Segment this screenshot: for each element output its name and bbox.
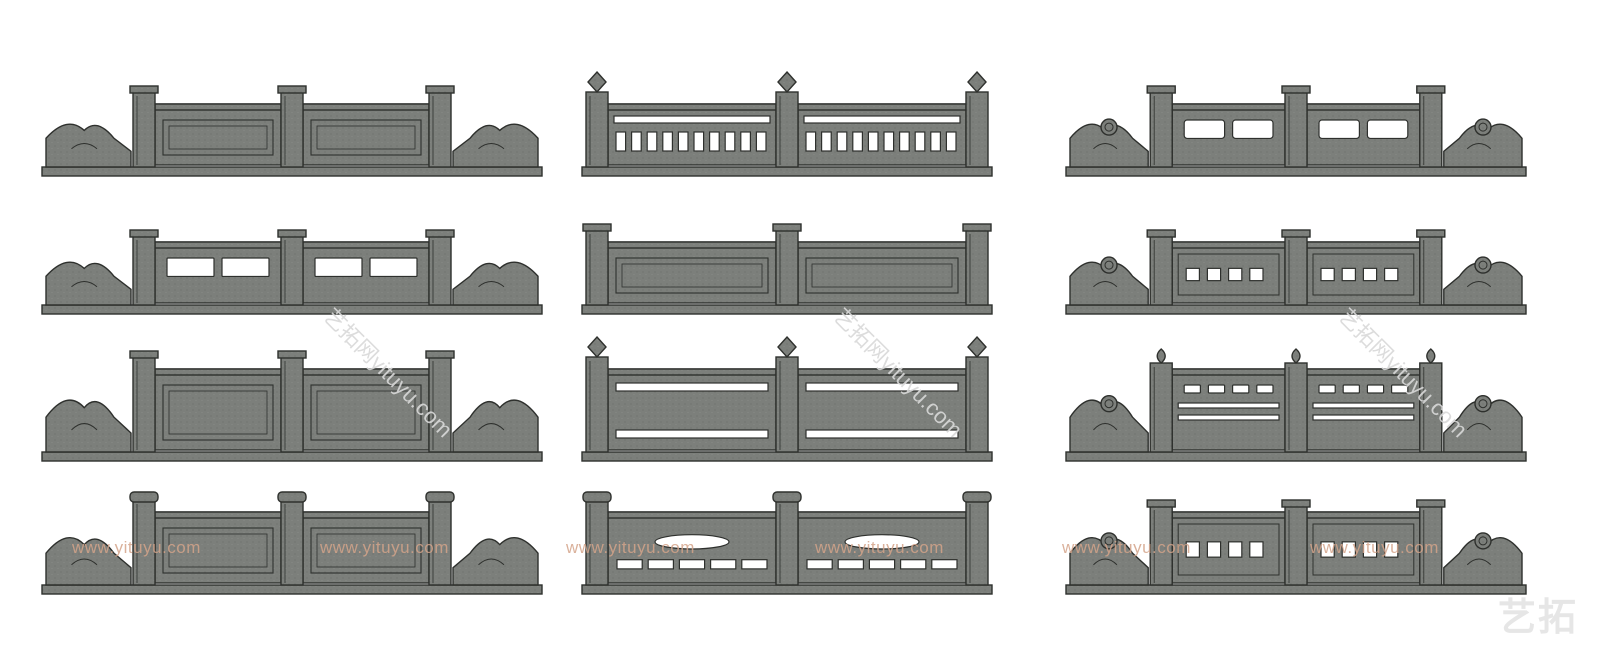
railing-r7 [41,350,543,462]
watermark-url-4: www.yituyu.com [815,538,944,557]
railing-r5 [581,223,993,315]
watermark-url-5: www.yituyu.com [1062,538,1191,557]
railing-r2 [581,70,993,177]
watermark-url-2: www.yituyu.com [320,538,449,557]
watermark-url-1: www.yituyu.com [72,538,201,557]
railing-r4 [41,229,543,315]
railings-grid [41,70,1527,595]
railing-r11 [581,491,993,595]
railing-r3 [1065,85,1527,177]
watermark-url-3: www.yituyu.com [566,538,695,557]
railing-r8 [581,335,993,462]
railing-r10 [41,491,543,595]
site-logo-watermark: 艺拓 [1497,595,1578,639]
railing-r12 [1065,499,1527,595]
railing-r1 [41,85,543,177]
railing-r9 [1065,348,1527,462]
watermark-url-6: www.yituyu.com [1310,538,1439,557]
railing-r6 [1065,229,1527,315]
